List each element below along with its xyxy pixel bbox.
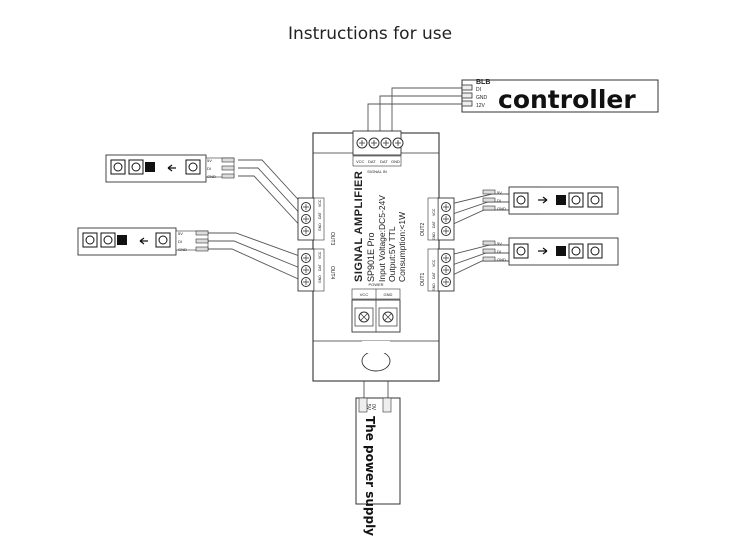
led-strip-out4: 5V DI GND [77, 227, 209, 256]
signal-in-pin-vcc: VCC [356, 159, 365, 164]
led-chip [117, 235, 127, 245]
controller-pin-plugs [461, 84, 473, 107]
amplifier-body [312, 132, 440, 382]
out1-label: OUT1 [420, 272, 426, 286]
out1-terminal [427, 248, 455, 292]
spec-consumption: Consumption:<1W [397, 212, 407, 282]
strip-pin-di: DI [497, 198, 501, 203]
spec-input-voltage: Input Voltage:DC5-24V [377, 195, 387, 282]
strip-pin-di: DI [178, 239, 182, 244]
power-supply: 5V 0V The power supply [355, 397, 401, 536]
out4-terminal [297, 248, 325, 292]
amplifier-text-block: SIGNAL AMPLIFIER SP901E Pro Input Voltag… [353, 171, 407, 282]
signal-in-pin-gnd: GND [391, 159, 400, 164]
power-gnd-label: GND [384, 292, 393, 297]
strip-pin-di: DI [207, 166, 211, 171]
out4-label: OUT4 [329, 266, 335, 280]
mounting-hole [361, 350, 391, 372]
strip-pin-gnd: GND [207, 174, 216, 179]
amplifier-model: SP901E Pro [366, 232, 376, 282]
arrow-left-icon [139, 237, 148, 245]
spec-output: Output:5V TTL [387, 226, 397, 282]
signal-in-screws [356, 137, 404, 149]
signal-in-pin-dat1: DAT [368, 159, 376, 164]
led-chip [556, 195, 566, 205]
arrow-left-icon [167, 164, 176, 172]
strip-pin-gnd: GND [178, 247, 187, 252]
out2-pin-vcc: VCC [432, 208, 436, 216]
strip-pin-5v: 5V [178, 231, 183, 236]
out3-pin-gnd: GND [318, 223, 322, 231]
power-vcc-label: VCC [360, 292, 369, 297]
strip-pin-5v: 5V [497, 190, 502, 195]
power-label: POWER [368, 282, 383, 287]
power-supply-pin-0v: 0V [370, 404, 376, 411]
out2-terminal [427, 197, 455, 241]
led-strip-out2: 5V DI GND [482, 186, 619, 215]
controller: DI GND 12V BLB controller [461, 79, 659, 114]
out1-pin-vcc: VCC [432, 259, 436, 267]
strip-pin-5v: 5V [207, 158, 212, 163]
out1-pin-dat: DAT [432, 271, 436, 279]
out4-pin-gnd: GND [318, 275, 322, 283]
out3-pin-dat: DAT [318, 211, 322, 219]
controller-pin-gnd: GND [476, 95, 488, 101]
controller-label: controller [498, 85, 636, 114]
out3-pin-vcc: VCC [318, 199, 322, 207]
out2-pin-dat: DAT [432, 220, 436, 228]
out2-label: OUT2 [420, 222, 426, 236]
led-strip-out1: 5V DI GND [482, 237, 619, 266]
diagram-title: Instructions for use [287, 24, 453, 44]
strip-pin-di: DI [497, 249, 501, 254]
out4-pin-vcc: VCC [318, 251, 322, 259]
controller-logo: BLB [476, 79, 490, 86]
led-chip [556, 246, 566, 256]
out3-terminal [297, 197, 325, 241]
signal-in-pin-dat2: DAT [380, 159, 388, 164]
out1-pin-gnd: GND [432, 283, 436, 291]
signal-in-label: SIGNAL IN [367, 169, 387, 174]
led-chip [145, 162, 155, 172]
power-supply-pin-5v: 5V [365, 404, 371, 411]
led-strip-out3: 5V DI GND [105, 154, 235, 183]
out3-label: OUT3 [329, 232, 335, 246]
arrow-right-icon [538, 247, 548, 255]
signal-amplifier: VCC DAT DAT GND SIGNAL IN SIGNAL AMPLIFI… [297, 130, 455, 382]
out4-pin-dat: DAT [318, 263, 322, 271]
strip-pin-gnd: GND [497, 257, 506, 262]
power-terminal [351, 299, 401, 333]
strip-pin-5v: 5V [497, 241, 502, 246]
out2-pin-gnd: GND [432, 232, 436, 240]
amplifier-name: SIGNAL AMPLIFIER [353, 171, 365, 282]
controller-pin-di: DI [476, 87, 481, 93]
arrow-right-icon [538, 196, 548, 204]
controller-pin-12v: 12V [476, 103, 486, 109]
strip-pin-gnd: GND [497, 206, 506, 211]
power-supply-label: The power supply [363, 416, 377, 536]
